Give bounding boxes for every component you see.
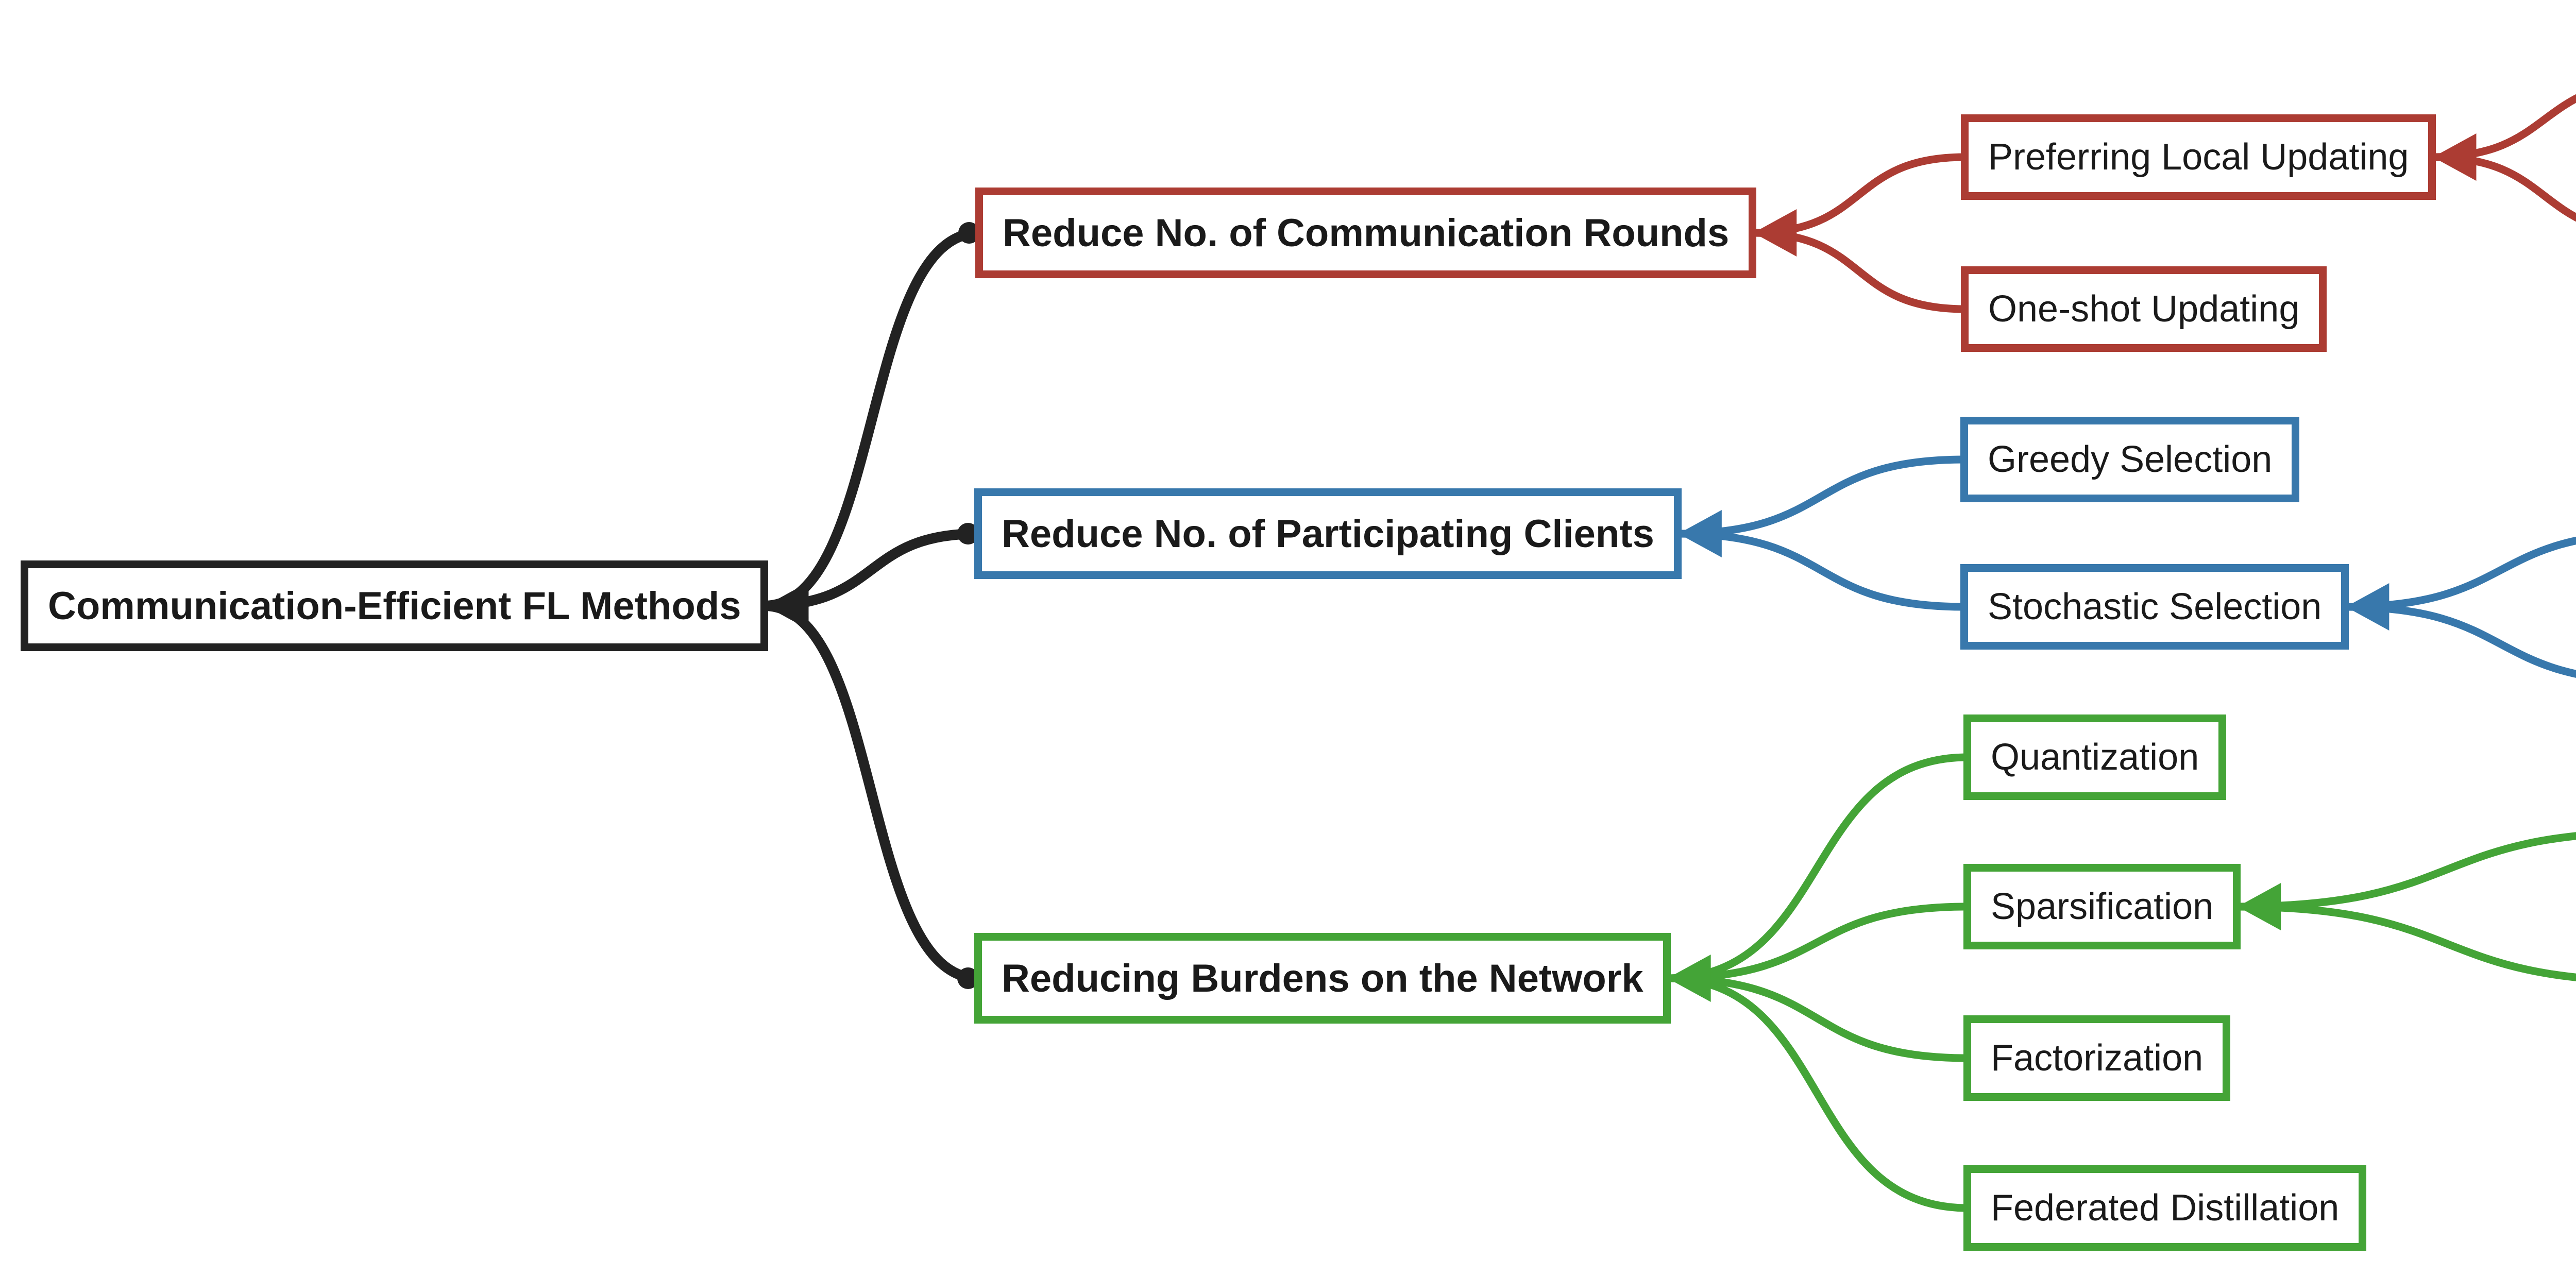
node-factorization: Factorization — [1963, 1015, 2231, 1101]
fanout-wedge-rounds — [1753, 209, 1797, 257]
edge-sparsification-sub-model — [2232, 903, 2576, 981]
node-prefer-local: Preferring Local Updating — [1961, 114, 2436, 200]
node-label-clients: Reduce No. of Participating Clients — [1002, 512, 1654, 556]
node-root: Communication-Efficient FL Methods — [21, 560, 769, 651]
arrow-bulb-rounds — [958, 222, 980, 244]
node-label-one-shot: One-shot Updating — [1988, 288, 2300, 330]
node-label-rounds: Reduce No. of Communication Rounds — [1003, 211, 1730, 255]
edge-root-rounds — [759, 228, 985, 611]
node-rounds: Reduce No. of Communication Rounds — [975, 188, 1757, 278]
node-label-greedy: Greedy Selection — [1988, 439, 2273, 480]
fanout-wedge-network — [1667, 955, 1711, 1002]
node-label-root: Communication-Efficient FL Methods — [48, 584, 741, 628]
edge-sparsification-param-dropout — [2232, 832, 2576, 911]
fanout-wedge-clients — [1678, 510, 1722, 557]
edge-clients-greedy — [1673, 455, 1969, 538]
node-label-factorization: Factorization — [1991, 1037, 2204, 1079]
node-label-network: Reducing Burdens on the Network — [1002, 956, 1643, 1000]
edge-prefer-local-agg-correction — [2428, 153, 2576, 222]
edge-stochastic-unbiased — [2341, 536, 2576, 611]
arrow-bulb-network — [957, 967, 979, 989]
edge-stochastic-biased — [2341, 603, 2576, 678]
edge-root-network — [759, 601, 984, 983]
fanout-wedge-stochastic — [2346, 583, 2389, 631]
fanout-wedge-sparsification — [2238, 883, 2281, 930]
node-network: Reducing Burdens on the Network — [974, 933, 1671, 1024]
node-label-sparsification: Sparsification — [1991, 886, 2214, 927]
edge-network-fed-distillation — [1663, 974, 1972, 1212]
fanout-wedge-prefer-local — [2433, 133, 2477, 181]
edge-clients-stochastic — [1673, 530, 1969, 611]
node-fed-distillation: Federated Distillation — [1963, 1165, 2367, 1251]
node-sparsification: Sparsification — [1963, 864, 2241, 949]
node-one-shot: One-shot Updating — [1961, 266, 2327, 352]
arrow-bulb-clients — [957, 523, 979, 545]
node-quantization: Quantization — [1963, 714, 2227, 800]
node-greedy: Greedy Selection — [1960, 417, 2300, 502]
edge-prefer-local-regularization — [2428, 94, 2576, 161]
fanout-wedge-root — [765, 582, 809, 630]
node-label-fed-distillation: Federated Distillation — [1991, 1187, 2340, 1229]
node-label-quantization: Quantization — [1991, 737, 2199, 778]
node-clients: Reduce No. of Participating Clients — [974, 488, 1682, 579]
edge-network-sparsification — [1663, 903, 1972, 982]
node-label-prefer-local: Preferring Local Updating — [1988, 137, 2409, 178]
node-label-stochastic: Stochastic Selection — [1988, 586, 2322, 627]
node-stochastic: Stochastic Selection — [1960, 564, 2349, 650]
edge-network-quantization — [1663, 753, 1972, 982]
edge-network-factorization — [1663, 974, 1972, 1062]
